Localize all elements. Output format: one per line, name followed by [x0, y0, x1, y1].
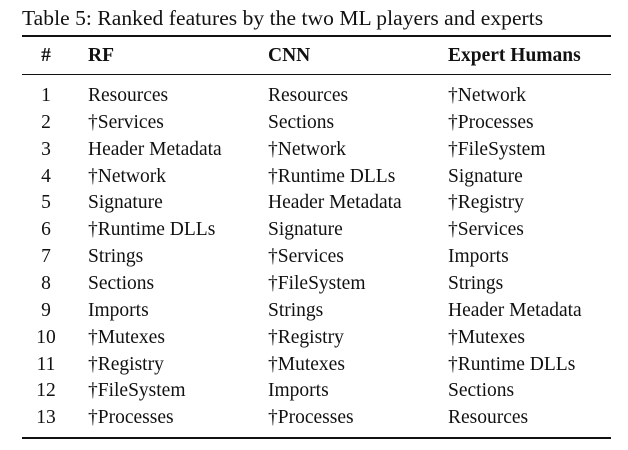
table-row: 5 Signature Header Metadata †Registry: [0, 190, 628, 216]
expert-feature-cell: †Mutexes: [448, 326, 525, 348]
expert-feature-cell: Imports: [448, 246, 509, 268]
table-row: 1 Resources Resources †Network: [0, 83, 628, 109]
cnn-feature-cell: †Services: [268, 246, 344, 268]
bottom-rule: [22, 437, 611, 439]
rf-feature-cell: †Runtime DLLs: [88, 219, 216, 241]
cnn-feature-cell: Imports: [268, 380, 329, 402]
rf-feature-cell: †Registry: [88, 353, 164, 375]
rf-feature-cell: †Processes: [88, 407, 174, 429]
rf-feature-cell: †Network: [88, 165, 166, 187]
expert-feature-cell: Sections: [448, 380, 515, 402]
rf-feature-cell: †Services: [88, 111, 164, 133]
rf-feature-cell: Resources: [88, 85, 169, 106]
header-rank: #: [41, 45, 51, 66]
header-cnn: CNN: [268, 45, 311, 66]
expert-feature-cell: Strings: [448, 273, 504, 294]
expert-feature-cell: †Processes: [448, 111, 534, 133]
rf-feature-cell: Imports: [88, 299, 149, 321]
table-row: 10 †Mutexes †Registry †Mutexes: [0, 325, 628, 351]
expert-feature-cell: Header Metadata: [448, 299, 582, 321]
table-header-row: # RF CNN Expert Humans: [0, 43, 628, 69]
table-caption: Table 5: Ranked features by the two ML p…: [22, 6, 544, 30]
rf-feature-cell: Header Metadata: [88, 138, 222, 160]
cnn-feature-cell: Strings: [268, 299, 324, 321]
rank-cell: 3: [41, 138, 51, 160]
rf-feature-cell: †Mutexes: [88, 326, 165, 348]
rank-cell: 11: [36, 353, 56, 375]
table-row: 7 Strings †Services Imports: [0, 244, 628, 270]
table-row: 3 Header Metadata †Network †FileSystem: [0, 137, 628, 163]
cnn-feature-cell: †Runtime DLLs: [268, 165, 396, 187]
cnn-feature-cell: Resources: [268, 85, 349, 106]
rank-cell: 4: [41, 165, 51, 187]
cnn-feature-cell: †Mutexes: [268, 353, 345, 375]
expert-feature-cell: †FileSystem: [448, 138, 546, 160]
rf-feature-cell: Strings: [88, 246, 144, 268]
rank-cell: 13: [36, 407, 56, 429]
table-row: 6 †Runtime DLLs Signature †Services: [0, 217, 628, 243]
cnn-feature-cell: †Network: [268, 138, 346, 160]
rank-cell: 5: [41, 192, 51, 214]
table-row: 4 †Network †Runtime DLLs Signature: [0, 164, 628, 190]
cnn-feature-cell: †Registry: [268, 326, 344, 348]
rank-cell: 6: [41, 219, 51, 241]
expert-feature-cell: †Registry: [448, 192, 524, 214]
cnn-feature-cell: Header Metadata: [268, 192, 402, 214]
cnn-feature-cell: †Processes: [268, 407, 354, 429]
table-row: 12 †FileSystem Imports Sections: [0, 378, 628, 404]
table-row: 2 †Services Sections †Processes: [0, 110, 628, 136]
rf-feature-cell: Sections: [88, 273, 155, 294]
header-expert-humans: Expert Humans: [448, 45, 581, 66]
rank-cell: 9: [41, 299, 51, 321]
top-rule: [22, 35, 611, 37]
expert-feature-cell: †Runtime DLLs: [448, 353, 576, 375]
header-rule: [22, 74, 611, 75]
rank-cell: 1: [41, 85, 51, 106]
cnn-feature-cell: †FileSystem: [268, 273, 366, 294]
table-row: 8 Sections †FileSystem Strings: [0, 271, 628, 297]
table-row: 11 †Registry †Mutexes †Runtime DLLs: [0, 352, 628, 378]
cnn-feature-cell: Sections: [268, 111, 335, 133]
cnn-feature-cell: Signature: [268, 219, 343, 241]
expert-feature-cell: Signature: [448, 165, 523, 187]
rank-cell: 12: [36, 380, 56, 402]
header-rf: RF: [88, 45, 114, 66]
rf-feature-cell: †FileSystem: [88, 380, 186, 402]
expert-feature-cell: †Network: [448, 85, 526, 106]
rank-cell: 7: [41, 246, 51, 268]
rank-cell: 10: [36, 326, 56, 348]
rf-feature-cell: Signature: [88, 192, 163, 214]
table-row: 9 Imports Strings Header Metadata: [0, 298, 628, 324]
table-row: 13 †Processes †Processes Resources: [0, 405, 628, 431]
expert-feature-cell: Resources: [448, 407, 529, 429]
rank-cell: 2: [41, 111, 51, 133]
expert-feature-cell: †Services: [448, 219, 524, 241]
rank-cell: 8: [41, 273, 51, 294]
